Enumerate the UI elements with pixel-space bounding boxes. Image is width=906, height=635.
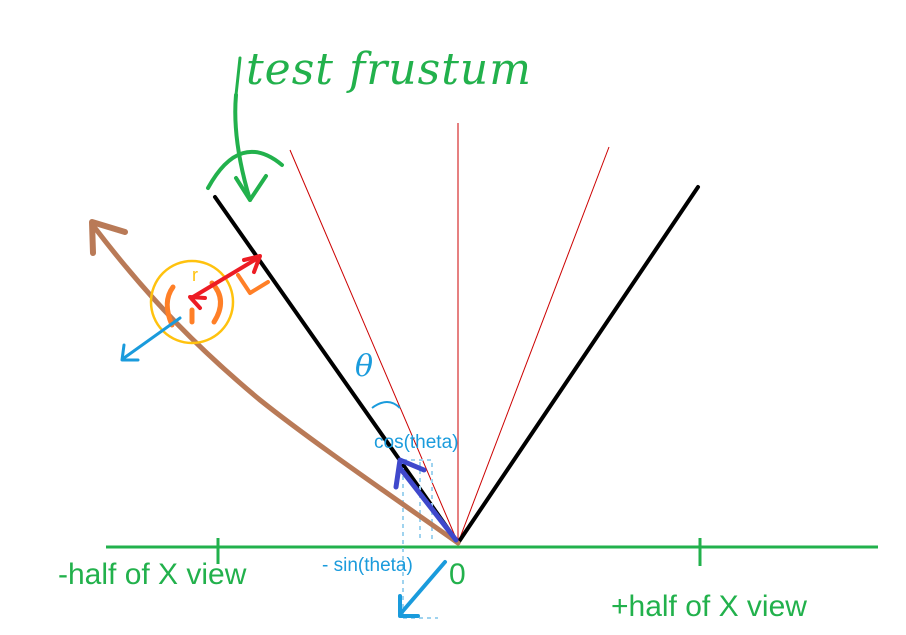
- label-pointer-arc: [206, 149, 284, 190]
- radius-back-arrow: [188, 295, 207, 310]
- radius-arrowhead: [242, 254, 262, 274]
- radius-vector: [191, 256, 260, 299]
- origin-label: 0: [449, 558, 466, 591]
- plane-line: [92, 225, 461, 546]
- direction-arrowhead: [393, 457, 427, 490]
- label-pointer-head: [234, 174, 268, 202]
- right-angle-marker: [236, 273, 270, 295]
- pos-half-label: +half of X view: [611, 590, 807, 623]
- direction-vector: [397, 465, 459, 543]
- normal-arrowhead-bottom: [398, 594, 420, 618]
- label-pointer: [233, 93, 252, 202]
- plane-arrowhead: [89, 219, 128, 256]
- frustum-right-edge: [456, 185, 700, 545]
- center-line-right: [457, 146, 610, 544]
- normal-vector-sphere: [122, 316, 182, 360]
- normal-vector-bottom: [400, 560, 447, 614]
- projection-guides: [402, 459, 438, 620]
- cos-theta-label: cos(theta): [374, 432, 459, 453]
- theta-symbol: θ: [355, 349, 374, 384]
- neg-sin-theta-label: - sin(theta): [322, 555, 413, 576]
- center-line-left: [289, 149, 459, 544]
- label-underline-stroke: [234, 56, 242, 97]
- theta-arc: [371, 401, 401, 409]
- test-frustum-label: test frustum: [246, 44, 532, 95]
- normal-arrowhead-sphere: [120, 343, 140, 362]
- sphere: [149, 259, 235, 345]
- frustum-left-edge: [213, 195, 460, 545]
- neg-half-label: -half of X view: [58, 558, 247, 591]
- radius-symbol: r: [192, 265, 198, 285]
